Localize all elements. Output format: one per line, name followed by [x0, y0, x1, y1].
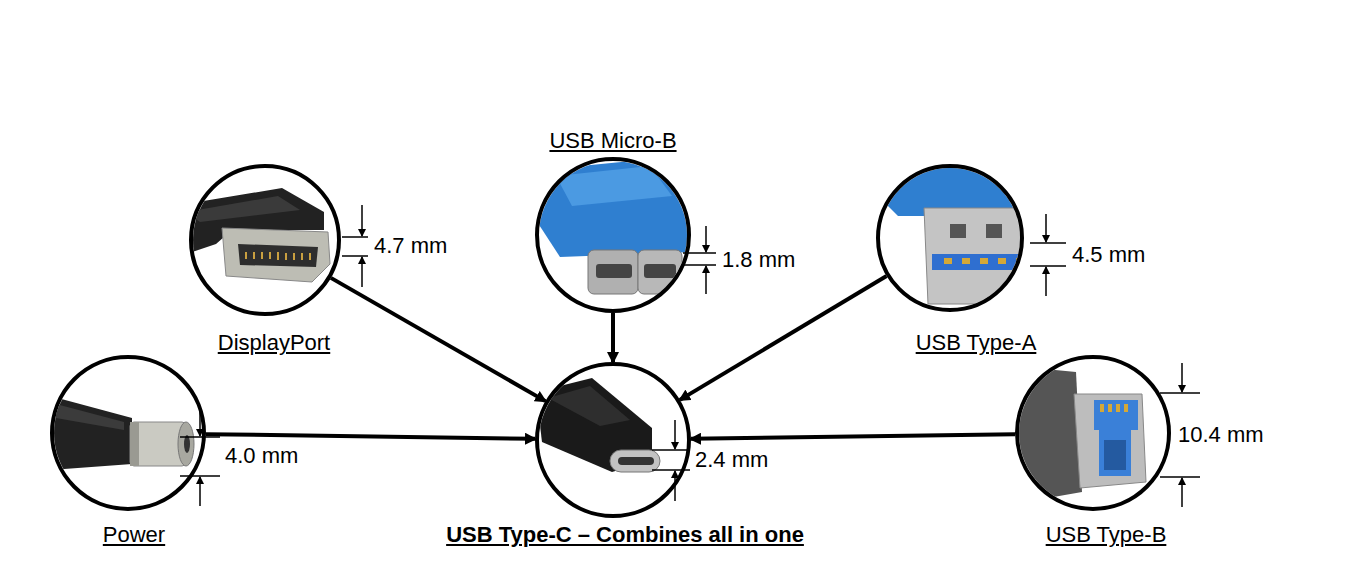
connector-name: USB Type-B	[1046, 522, 1167, 547]
micro-b-plug	[536, 158, 694, 294]
type-c-plug	[536, 378, 660, 472]
type-a-plug	[876, 160, 1040, 304]
connector-name: USB Type-A	[916, 330, 1037, 355]
type-b-plug	[1014, 366, 1146, 504]
arrow-connector	[680, 276, 887, 400]
arrow-connector	[206, 434, 535, 439]
connector-name: Power	[103, 522, 165, 547]
connector-circle: USB Type-A	[876, 164, 1024, 312]
dimension-label: 10.4 mm	[1178, 422, 1264, 447]
connector-circle: Power	[50, 355, 206, 511]
connector-name: USB Micro-B	[549, 128, 676, 153]
connector-name: DisplayPort	[218, 330, 330, 355]
arrow-connector	[691, 434, 1015, 439]
dimension-label: 1.8 mm	[722, 247, 795, 272]
displayport-plug	[180, 188, 330, 282]
connector-circle: USB Type-C – Combines all in one	[535, 362, 691, 518]
connector-circle: USB Micro-B	[535, 157, 691, 313]
dimension-label: 2.4 mm	[695, 447, 768, 472]
dimension-label: 4.5 mm	[1072, 242, 1145, 267]
connector-name: USB Type-C – Combines all in one	[446, 522, 804, 547]
dimension-marks	[180, 205, 1200, 507]
dimension-label: 4.7 mm	[374, 233, 447, 258]
power-plug	[50, 396, 194, 470]
arrow-connector	[331, 278, 545, 401]
connector-circle: USB Type-B	[1015, 355, 1171, 511]
dimension-label: 4.0 mm	[225, 443, 298, 468]
connector-circle: DisplayPort	[189, 164, 341, 316]
arrow-connector	[611, 313, 615, 362]
